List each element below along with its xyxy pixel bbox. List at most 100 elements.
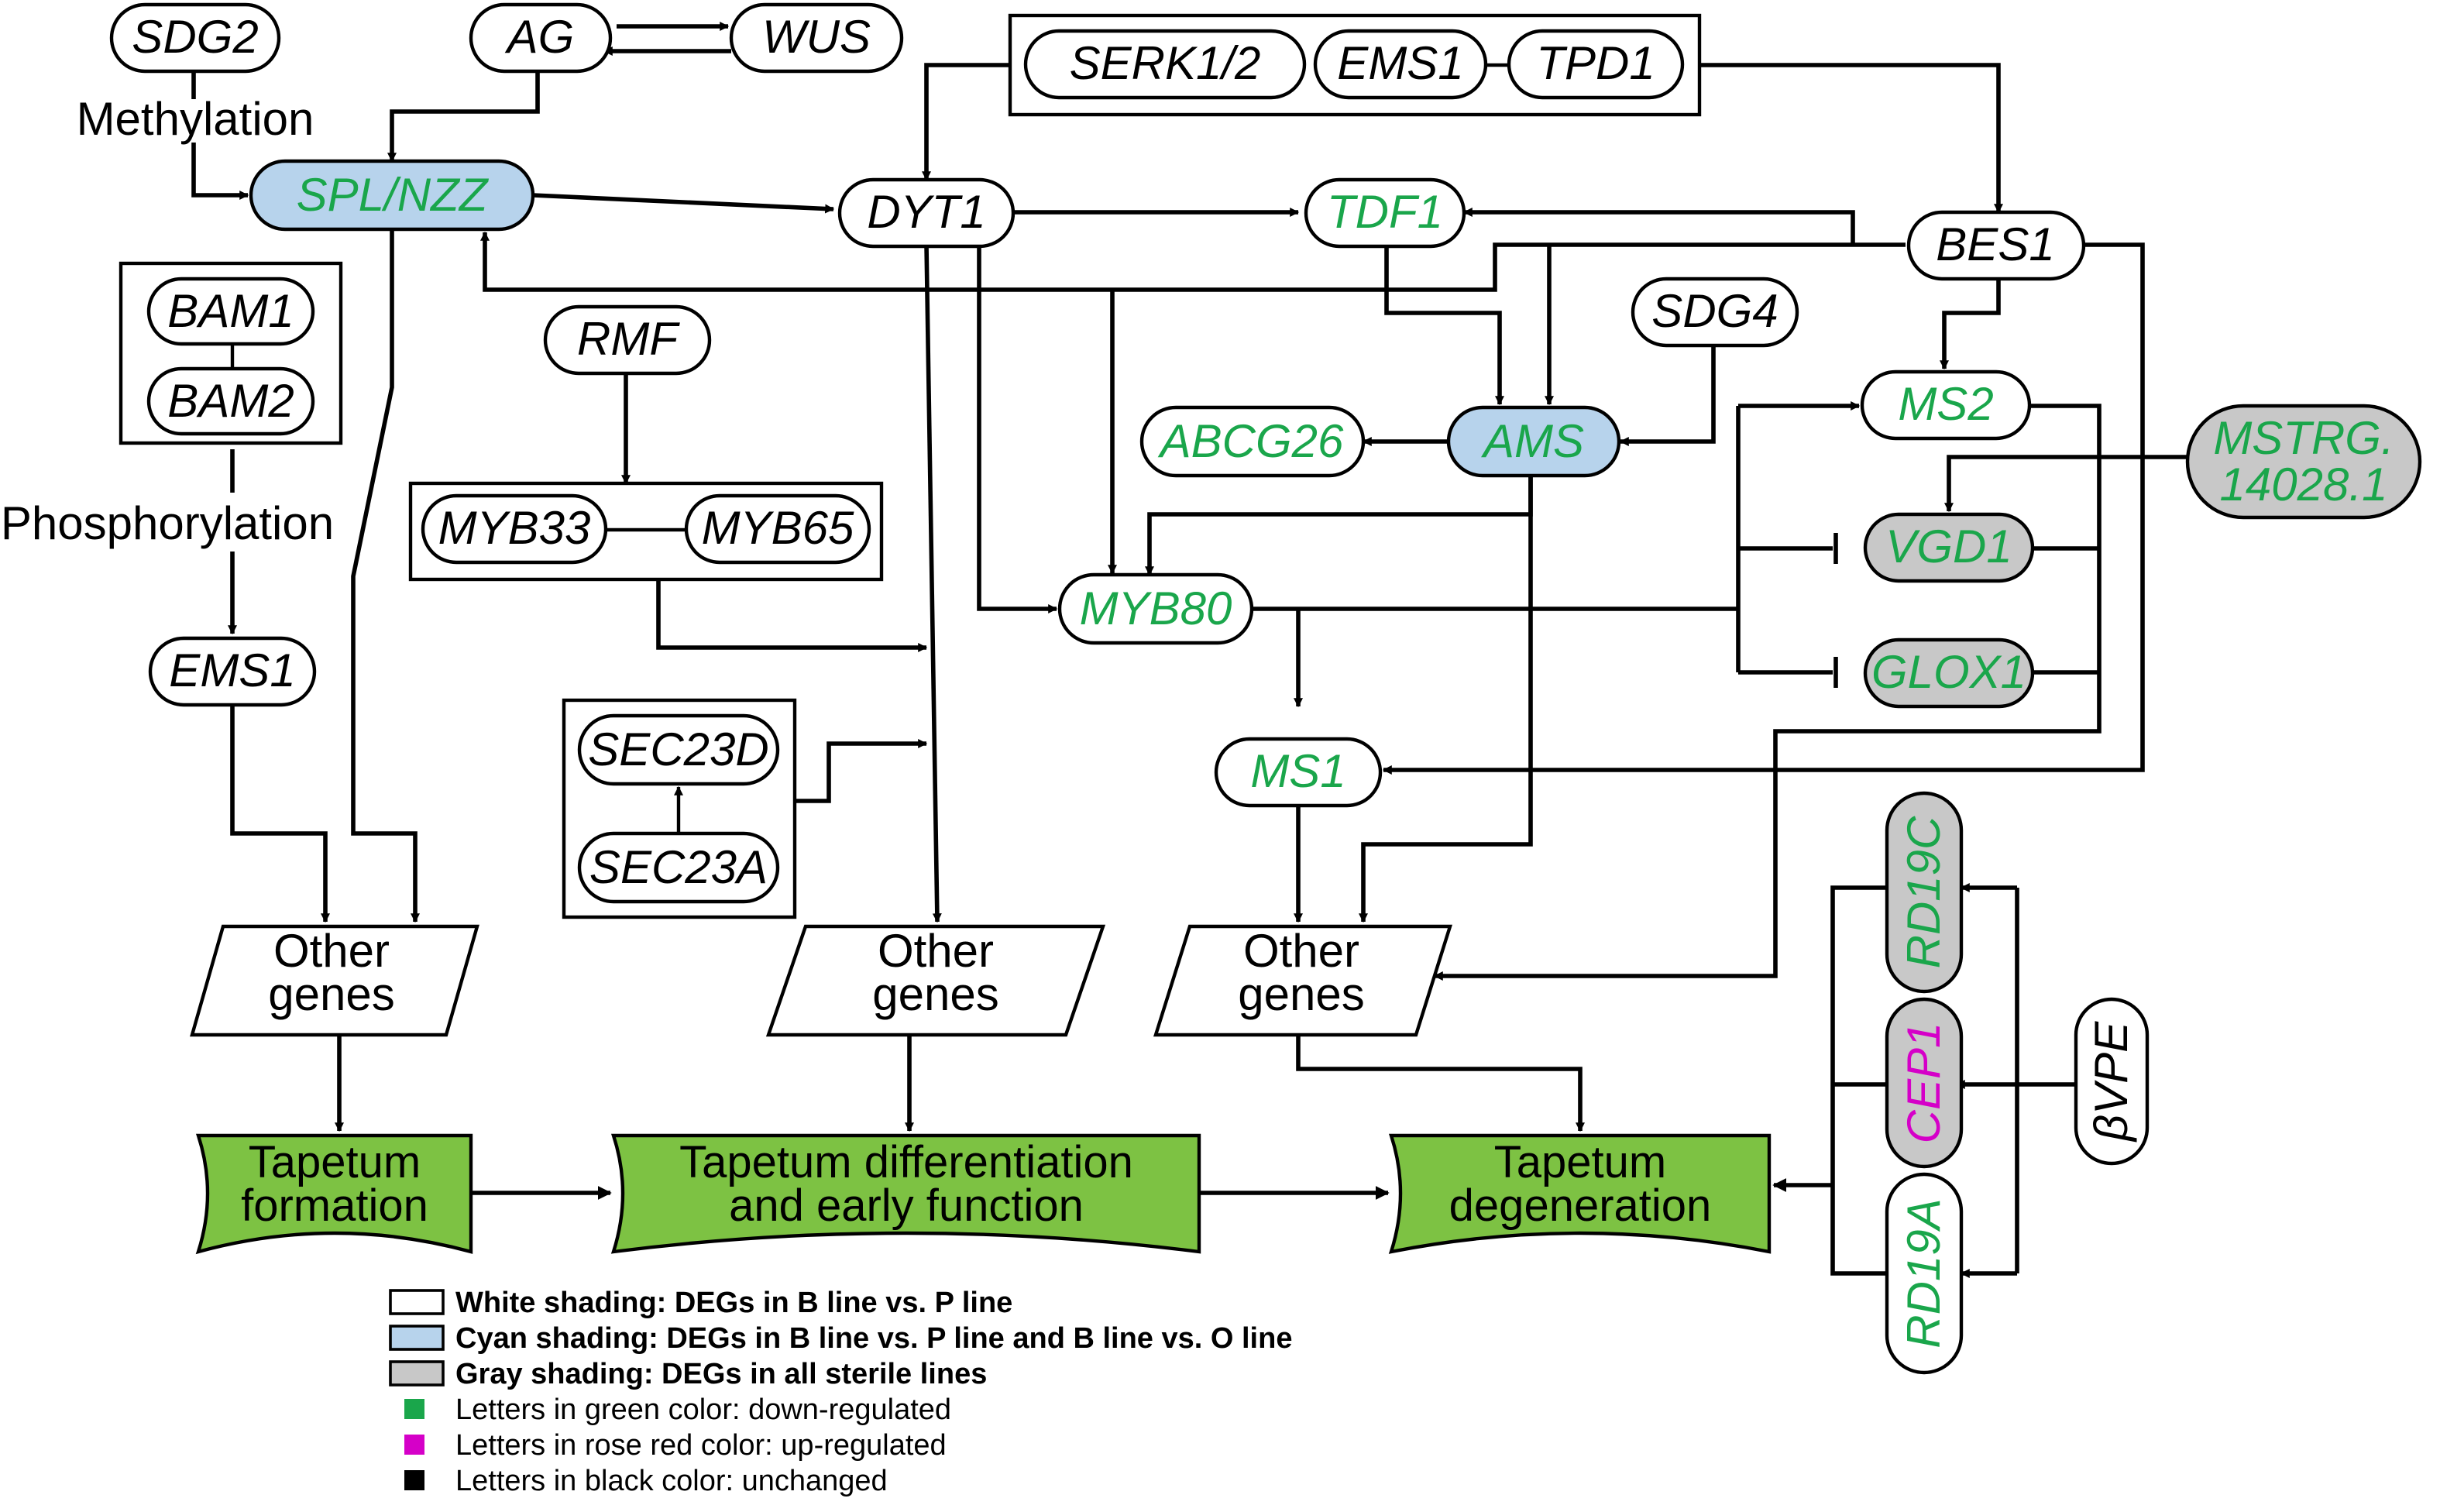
gene-label: SDG2 bbox=[132, 11, 258, 63]
gene-ms2: MS2 bbox=[1860, 369, 2032, 441]
sec23-box bbox=[562, 698, 797, 919]
other-genes-line1: Other bbox=[878, 925, 994, 977]
gene-sec23a: SEC23A bbox=[577, 831, 780, 904]
gene-bam1: BAM1 bbox=[146, 277, 315, 346]
gene-cep1: CEP1 bbox=[1885, 997, 1964, 1169]
other-genes-left: Other genes bbox=[190, 924, 479, 1037]
other-genes-line2: genes bbox=[268, 968, 394, 1020]
stage-line1: Tapetum bbox=[1494, 1137, 1666, 1187]
myb-box bbox=[408, 481, 884, 582]
other-genes-line1: Other bbox=[273, 925, 390, 977]
gene-label: BES1 bbox=[1936, 218, 2054, 270]
stage-tapetum-degeneration: Tapetum degeneration bbox=[1388, 1133, 1772, 1254]
legend-cyan: Cyan shading: DEGs in B line vs. P line … bbox=[455, 1322, 1292, 1355]
gene-myb33: MYB33 bbox=[421, 493, 608, 565]
gene-bam2: BAM2 bbox=[146, 366, 315, 436]
gene-glox1: GLOX1 bbox=[1863, 637, 2035, 709]
legend-swatch-black bbox=[404, 1470, 424, 1490]
stage-line1: Tapetum bbox=[249, 1137, 421, 1187]
gene-tpd1: TPD1 bbox=[1507, 29, 1685, 100]
gene-label: TDF1 bbox=[1327, 186, 1443, 238]
gene-wus: WUS bbox=[729, 2, 904, 74]
gene-bvpe: βVPE bbox=[2074, 997, 2150, 1166]
methylation-label: Methylation bbox=[77, 93, 314, 145]
stage-line2: formation bbox=[241, 1180, 428, 1231]
stage-line2: degeneration bbox=[1449, 1180, 1712, 1231]
other-genes-middle: Other genes bbox=[765, 924, 1106, 1037]
gene-label: EMS1 bbox=[1337, 37, 1463, 89]
gene-label: MYB65 bbox=[702, 502, 854, 554]
gene-ems1-top: EMS1 bbox=[1313, 29, 1488, 100]
gene-label: SDG4 bbox=[1651, 285, 1778, 337]
legend-swatch-gray bbox=[389, 1360, 445, 1387]
stage-tapetum-differentiation: Tapetum differentiation and early functi… bbox=[610, 1133, 1201, 1254]
gene-label: MYB33 bbox=[438, 502, 591, 554]
gene-sdg4: SDG4 bbox=[1631, 277, 1799, 348]
gene-myb80: MYB80 bbox=[1057, 572, 1254, 645]
gene-mstrg-14028-1: MSTRG. 14028.1 bbox=[2185, 404, 2422, 520]
other-genes-line2: genes bbox=[872, 968, 998, 1020]
stage-tapetum-formation: Tapetum formation bbox=[195, 1133, 473, 1255]
gene-rd19a: RD19A bbox=[1885, 1172, 1964, 1375]
gene-label: SEC23D bbox=[588, 723, 768, 775]
gene-ems1-left: EMS1 bbox=[148, 636, 317, 707]
gene-label-line2: 14028.1 bbox=[2220, 459, 2388, 510]
gene-label: RD19A bbox=[1898, 1198, 1950, 1348]
gene-bes1: BES1 bbox=[1906, 210, 2086, 281]
gene-label: SERK1/2 bbox=[1070, 37, 1261, 89]
legend-black: Letters in black color: unchanged bbox=[455, 1465, 888, 1497]
bam-box bbox=[119, 261, 343, 445]
legend-swatch-cyan bbox=[389, 1325, 445, 1351]
gene-label: MYB80 bbox=[1080, 582, 1232, 634]
gene-myb65: MYB65 bbox=[684, 493, 871, 565]
serk-ems1-tpd1-box bbox=[1008, 13, 1702, 117]
stage-line2: and early function bbox=[729, 1180, 1084, 1231]
legend-green: Letters in green color: down-regulated bbox=[455, 1393, 951, 1426]
gene-label: βVPE bbox=[2085, 1021, 2137, 1143]
gene-dyt1: DYT1 bbox=[837, 177, 1016, 249]
gene-label: TPD1 bbox=[1536, 37, 1655, 89]
gene-label: BAM2 bbox=[167, 375, 294, 427]
gene-serk1-2: SERK1/2 bbox=[1023, 29, 1307, 100]
gene-ms1: MS1 bbox=[1214, 737, 1383, 808]
gene-label-line1: MSTRG. bbox=[2213, 412, 2394, 464]
other-genes-line1: Other bbox=[1243, 925, 1359, 977]
gene-label: GLOX1 bbox=[1871, 646, 2026, 698]
gene-spl-nzz: SPL/NZZ bbox=[249, 159, 535, 232]
gene-ag: AG bbox=[469, 2, 613, 74]
legend-white: White shading: DEGs in B line vs. P line bbox=[455, 1287, 1012, 1319]
gene-label: VGD1 bbox=[1885, 521, 2012, 572]
gene-label: EMS1 bbox=[169, 644, 295, 696]
gene-sdg2: SDG2 bbox=[109, 2, 281, 74]
gene-label: CEP1 bbox=[1898, 1022, 1950, 1144]
gene-label: WUS bbox=[762, 11, 871, 63]
gene-vgd1: VGD1 bbox=[1863, 512, 2035, 583]
legend-swatch-rose bbox=[404, 1435, 424, 1455]
gene-rmf: RMF bbox=[543, 304, 712, 376]
gene-label: MS1 bbox=[1250, 745, 1345, 797]
gene-ams: AMS bbox=[1446, 405, 1621, 478]
gene-label: BAM1 bbox=[167, 285, 294, 337]
gene-label: SEC23A bbox=[589, 841, 768, 893]
gene-label: ABCG26 bbox=[1158, 415, 1344, 467]
gene-label: RD19C bbox=[1898, 816, 1950, 968]
gene-sec23d: SEC23D bbox=[577, 713, 780, 786]
other-genes-line2: genes bbox=[1238, 968, 1364, 1020]
legend-swatch-white bbox=[389, 1289, 445, 1315]
gene-label: AG bbox=[505, 11, 575, 63]
gene-label: AMS bbox=[1481, 415, 1584, 467]
legend: White shading: DEGs in B line vs. P line… bbox=[389, 1287, 1292, 1497]
connectors bbox=[191, 22, 2187, 1278]
other-genes-right: Other genes bbox=[1153, 924, 1452, 1037]
legend-rose: Letters in rose red color: up-regulated bbox=[455, 1429, 947, 1462]
gene-label: SPL/NZZ bbox=[297, 169, 490, 221]
legend-gray: Gray shading: DEGs in all sterile lines bbox=[455, 1358, 987, 1390]
gene-abcg26: ABCG26 bbox=[1139, 405, 1366, 478]
gene-label: MS2 bbox=[1898, 378, 1993, 430]
legend-swatch-green bbox=[404, 1399, 424, 1419]
phosphorylation-label: Phosphorylation bbox=[1, 497, 334, 549]
gene-label: DYT1 bbox=[867, 186, 985, 238]
gene-tdf1: TDF1 bbox=[1304, 177, 1466, 249]
stage-line1: Tapetum differentiation bbox=[679, 1137, 1133, 1187]
